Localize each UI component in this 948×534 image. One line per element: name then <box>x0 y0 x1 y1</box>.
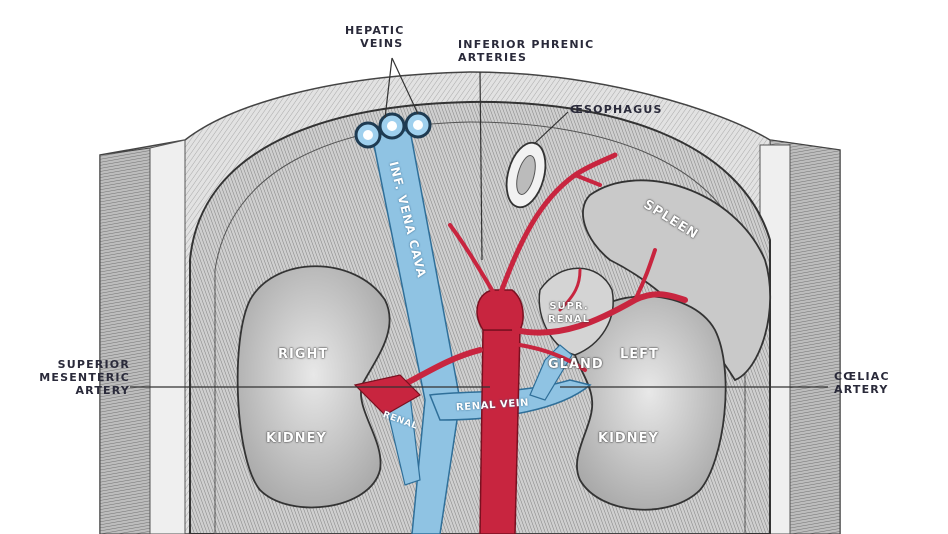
label-hepatic-veins-line2: VEINS <box>360 37 404 50</box>
label-supra-renal: SUPR. RENAL <box>548 300 590 326</box>
aorta <box>476 289 524 534</box>
label-coeliac-artery: CŒLIAC ARTERY <box>834 370 890 396</box>
oesophagus-opening <box>505 141 547 209</box>
label-supra-renal-line1: SUPR. <box>549 301 589 312</box>
label-kidney-right: KIDNEY <box>266 431 327 446</box>
label-kidney-left: KIDNEY <box>598 431 659 446</box>
label-sma-line3: ARTERY <box>75 384 130 397</box>
label-coeliac-line2: ARTERY <box>834 383 889 396</box>
label-sma-line2: MESENTERIC <box>39 371 130 384</box>
label-sma-line1: SUPERIOR <box>57 358 130 371</box>
label-right: RIGHT <box>278 347 329 362</box>
label-inferior-phrenic-arteries: INFERIOR PHRENIC ARTERIES <box>458 38 594 64</box>
spleen <box>582 179 772 382</box>
left-kidney <box>571 295 727 511</box>
label-inferior-phrenic-line2: ARTERIES <box>458 51 528 64</box>
label-supra-renal-line2: RENAL <box>548 314 591 325</box>
label-superior-mesenteric-artery: SUPERIOR MESENTERIC ARTERY <box>34 358 130 397</box>
label-coeliac-line1: CŒLIAC <box>834 370 890 383</box>
label-hepatic-veins-line1: HEPATIC <box>345 24 405 37</box>
label-oesophagus: ŒSOPHAGUS <box>570 103 663 116</box>
label-hepatic-veins: HEPATIC VEINS <box>345 24 405 50</box>
label-gland: GLAND <box>548 357 604 372</box>
label-left: LEFT <box>620 347 659 362</box>
label-inferior-phrenic-line1: INFERIOR PHRENIC <box>458 38 595 51</box>
inferior-vena-cava <box>354 111 461 534</box>
right-renal-artery <box>353 374 421 416</box>
leader-lines <box>130 57 828 388</box>
